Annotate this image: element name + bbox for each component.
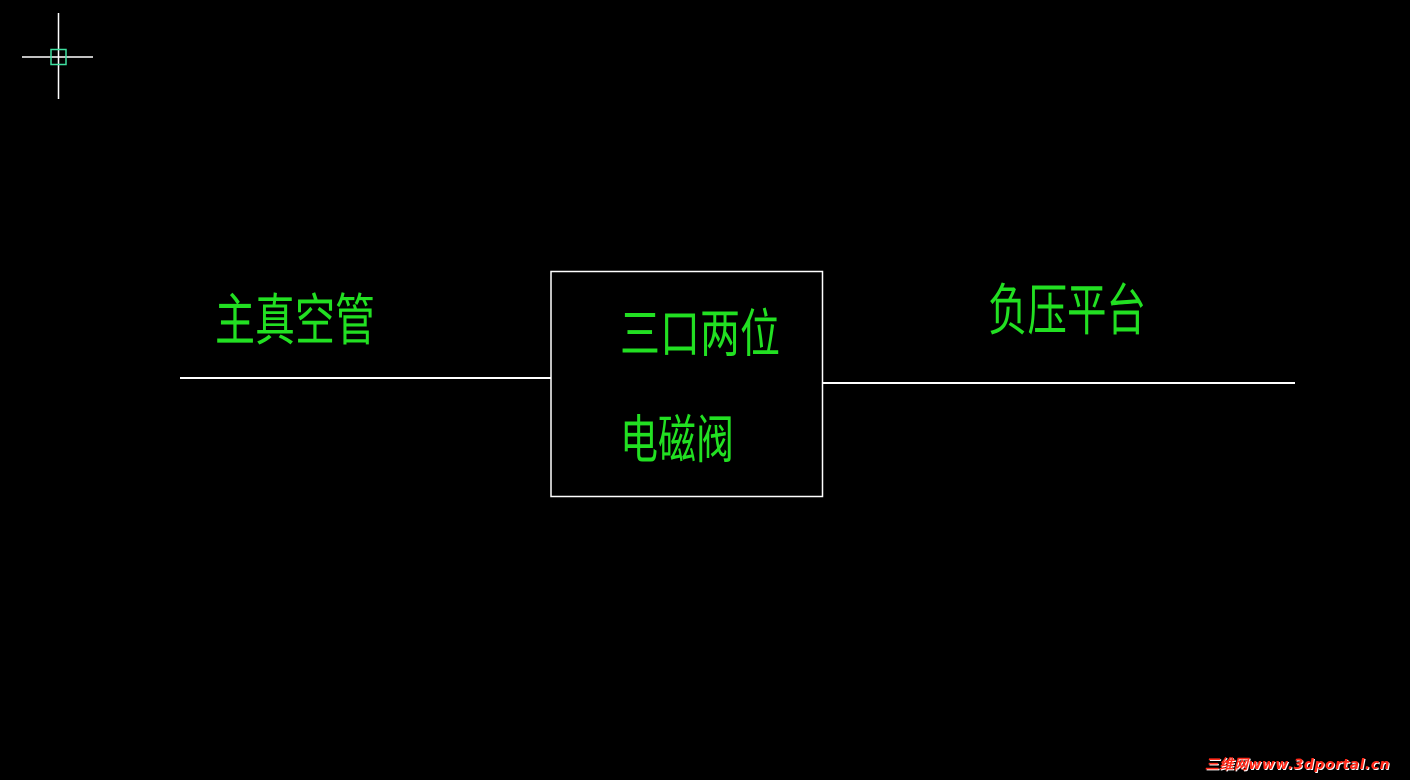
main-vacuum-pipe-label: 主真空管 bbox=[215, 289, 375, 354]
valve-label-line2: 电磁阀 bbox=[620, 411, 734, 471]
valve-label-line1: 三口两位 bbox=[620, 305, 780, 365]
solenoid-valve-box bbox=[550, 270, 824, 498]
negative-pressure-platform-label: 负压平台 bbox=[988, 279, 1146, 344]
crosshair-cursor-icon bbox=[22, 13, 93, 99]
site-watermark: 三维网www.3dportal.cn bbox=[1204, 757, 1390, 773]
